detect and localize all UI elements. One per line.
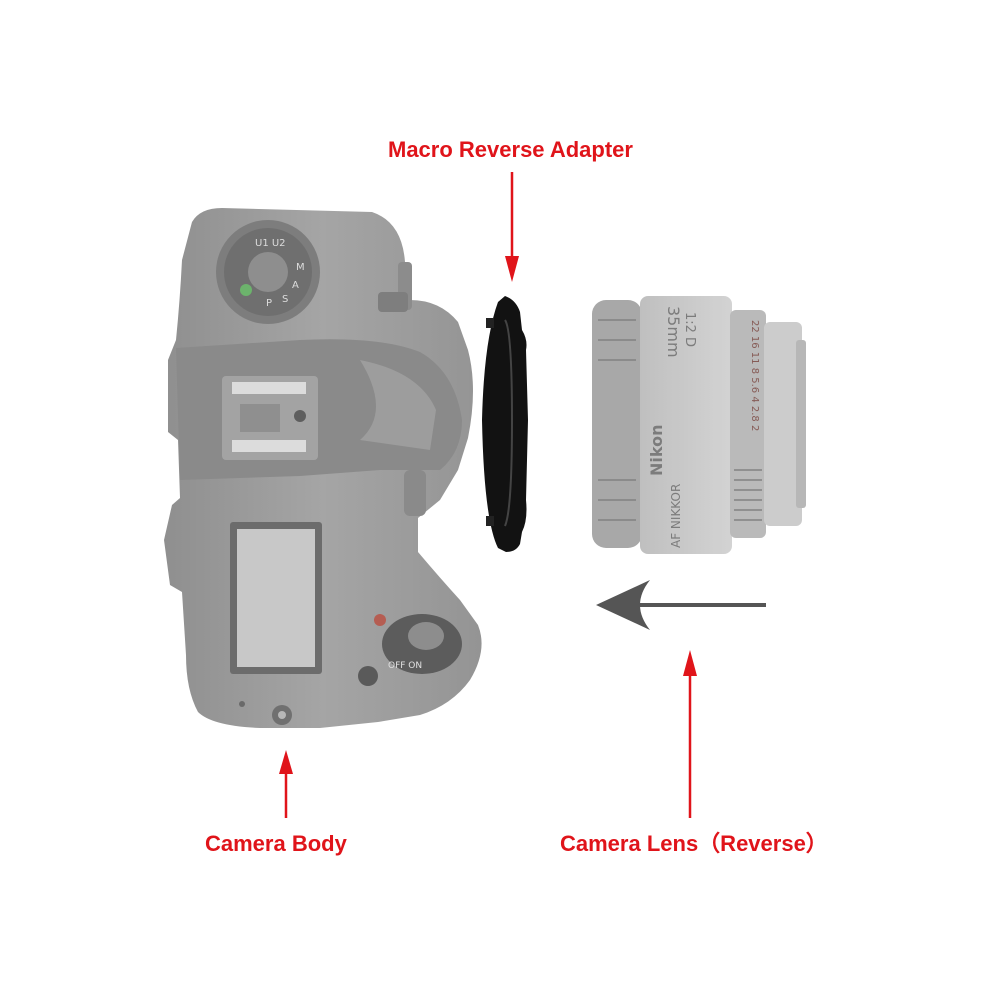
svg-text:M: M — [296, 262, 305, 273]
macro-reverse-adapter — [482, 296, 528, 552]
aperture-scale-text: 22 16 11 8 5.6 4 2.8 2 — [749, 320, 760, 431]
camera-lens: 35mm 1:2 D Nikon AF NIKKOR 22 16 11 8 5.… — [592, 296, 806, 554]
svg-text:S: S — [282, 294, 288, 305]
camera-body: U1 U2 M A S P OFF ON — [164, 208, 482, 728]
lens-aperture-text: 1:2 D — [682, 312, 697, 347]
lens-model-text: AF NIKKOR — [669, 484, 683, 548]
arrow-up-icon — [683, 650, 697, 818]
arrow-up-icon — [279, 750, 293, 818]
arrow-down-icon — [505, 172, 519, 282]
svg-text:A: A — [292, 280, 299, 291]
camera-body-label: Camera Body — [205, 831, 347, 856]
arrow-left-icon — [596, 580, 766, 630]
lens-focal-text: 35mm — [664, 306, 683, 358]
lens-brand-text: Nikon — [647, 425, 666, 476]
camera-lens-label: Camera Lens（Reverse） — [560, 831, 828, 856]
svg-text:P: P — [266, 298, 272, 309]
adapter-label: Macro Reverse Adapter — [388, 137, 633, 162]
svg-text:OFF ON: OFF ON — [388, 661, 422, 671]
svg-text:U1 U2: U1 U2 — [255, 238, 286, 249]
